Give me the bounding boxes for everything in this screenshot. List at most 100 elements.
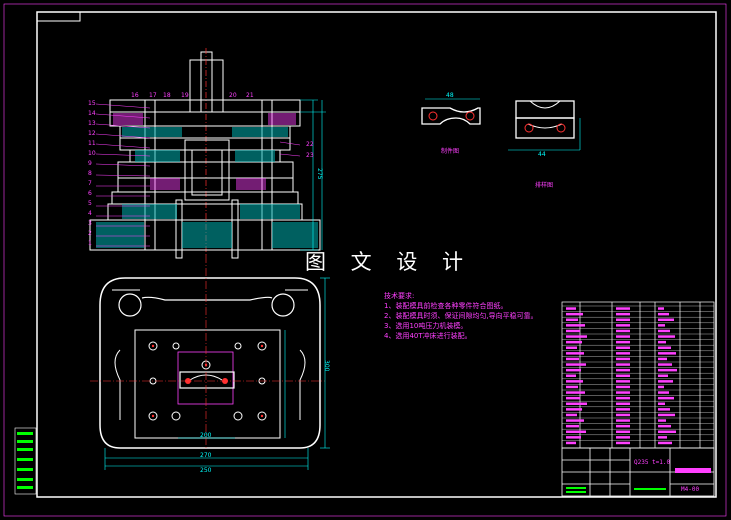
parts-list-cell bbox=[566, 419, 584, 422]
parts-list-cell bbox=[616, 413, 630, 417]
parts-list-cell bbox=[658, 357, 667, 361]
dim-part-width: 48 bbox=[446, 92, 454, 99]
plan-dimensions bbox=[104, 277, 330, 470]
parts-list-cell bbox=[658, 396, 674, 400]
dim-inner-width: 200 bbox=[200, 432, 212, 439]
part-balloon: 21 bbox=[246, 92, 254, 99]
margin-stamp bbox=[14, 427, 37, 495]
parts-list-cell bbox=[566, 340, 582, 344]
part-balloon: 11 bbox=[88, 140, 96, 147]
parts-list-cell bbox=[616, 408, 630, 411]
parts-list-cell bbox=[616, 312, 630, 316]
dim-width-bottom-2: 250 bbox=[200, 467, 212, 474]
parts-list-cell bbox=[616, 335, 630, 338]
parts-list-cell bbox=[566, 391, 585, 394]
part-balloon: 6 bbox=[88, 190, 92, 197]
tech-requirements-title: 技术要求: bbox=[384, 292, 415, 300]
parts-list-cell bbox=[658, 324, 665, 327]
inner-frame bbox=[36, 11, 717, 498]
parts-list-cell bbox=[658, 318, 674, 321]
parts-list-cell bbox=[566, 424, 579, 428]
parts-list bbox=[561, 301, 715, 449]
parts-list-cell bbox=[566, 430, 586, 433]
parts-list-cell bbox=[658, 307, 664, 310]
parts-list-rows bbox=[562, 305, 714, 441]
parts-list-cell bbox=[566, 441, 576, 445]
parts-list-cell bbox=[616, 441, 630, 445]
part-balloon: 3 bbox=[88, 220, 92, 227]
tech-requirement-item: 4、选用40T冲床进行装配。 bbox=[384, 332, 472, 340]
dim-height-side: 275 bbox=[316, 168, 323, 180]
layout-view-label: 排样图 bbox=[535, 182, 554, 189]
parts-list-cell bbox=[616, 391, 630, 394]
parts-list-cell bbox=[566, 312, 583, 316]
parts-list-cell bbox=[658, 329, 670, 333]
part-balloon: 13 bbox=[88, 120, 96, 127]
parts-list-cell bbox=[566, 307, 576, 310]
part-balloon: 14 bbox=[88, 110, 96, 117]
parts-list-cell bbox=[566, 357, 579, 361]
parts-list-cell bbox=[566, 385, 578, 389]
plan-centre-lines bbox=[90, 255, 325, 450]
part-balloon: 7 bbox=[88, 180, 92, 187]
parts-list-cell bbox=[566, 329, 580, 333]
part-balloon: 19 bbox=[181, 92, 189, 99]
parts-list-cell bbox=[616, 324, 630, 327]
parts-list-cell bbox=[658, 436, 667, 439]
section-hatching bbox=[96, 127, 318, 248]
material-spec: Q235 t=1.0 bbox=[634, 459, 671, 466]
dim-width-bottom-1: 270 bbox=[200, 452, 212, 459]
part-balloon: 5 bbox=[88, 200, 92, 207]
part-balloon: 22 bbox=[306, 141, 314, 148]
parts-list-cell bbox=[658, 424, 671, 428]
parts-list-cell bbox=[566, 413, 577, 417]
drawing-number: M4-00 bbox=[681, 486, 700, 493]
part-balloon: 15 bbox=[88, 100, 96, 107]
parts-list-cell bbox=[616, 352, 630, 355]
parts-list-cell bbox=[616, 307, 630, 310]
part-balloon: 18 bbox=[163, 92, 171, 99]
parts-list-cell bbox=[566, 402, 587, 405]
parts-list-cell bbox=[616, 346, 630, 349]
parts-list-cell bbox=[658, 408, 670, 411]
parts-list-cell bbox=[658, 430, 676, 433]
parts-list-fill bbox=[566, 307, 677, 445]
parts-list-cell bbox=[616, 436, 630, 439]
part-balloon: 8 bbox=[88, 170, 92, 177]
parts-list-cell bbox=[566, 346, 577, 349]
parts-list-cell bbox=[566, 318, 578, 321]
parts-list-cell bbox=[616, 357, 630, 361]
part-balloon: 9 bbox=[88, 160, 92, 167]
parts-list-cell bbox=[616, 363, 630, 366]
parts-list-cell bbox=[616, 424, 630, 428]
watermark-text: 图 文 设 计 bbox=[305, 250, 473, 274]
parts-list-cell bbox=[566, 368, 581, 372]
part-balloon: 2 bbox=[88, 230, 92, 237]
part-balloon: 17 bbox=[149, 92, 157, 99]
parts-list-cell bbox=[566, 396, 580, 400]
part-balloon: 20 bbox=[229, 92, 237, 99]
parts-list-cell bbox=[616, 419, 630, 422]
parts-list-cell bbox=[616, 318, 630, 321]
parts-list-cell bbox=[658, 402, 665, 405]
outer-frame bbox=[3, 3, 727, 517]
tech-requirement-item: 1、装配模具前检查各种零件符合图纸。 bbox=[384, 302, 508, 310]
parts-list-cell bbox=[658, 346, 671, 349]
part-balloon: 12 bbox=[88, 130, 96, 137]
part-balloon: 16 bbox=[131, 92, 139, 99]
parts-list-cell bbox=[658, 385, 664, 389]
parts-list-cell bbox=[658, 419, 666, 422]
parts-list-cell bbox=[566, 324, 585, 327]
parts-list-cell bbox=[616, 380, 630, 383]
parts-list-cell bbox=[658, 441, 672, 445]
parts-list-cell bbox=[616, 329, 630, 333]
parts-list-cell bbox=[658, 368, 677, 372]
parts-list-cell bbox=[566, 374, 576, 377]
parts-list-cell bbox=[566, 436, 581, 439]
parts-list-cell bbox=[566, 363, 586, 366]
dim-height-total: 300 bbox=[323, 360, 330, 372]
dim-layout-width: 44 bbox=[538, 151, 546, 158]
parts-list-cell bbox=[616, 340, 630, 344]
parts-list-cell bbox=[658, 335, 675, 338]
